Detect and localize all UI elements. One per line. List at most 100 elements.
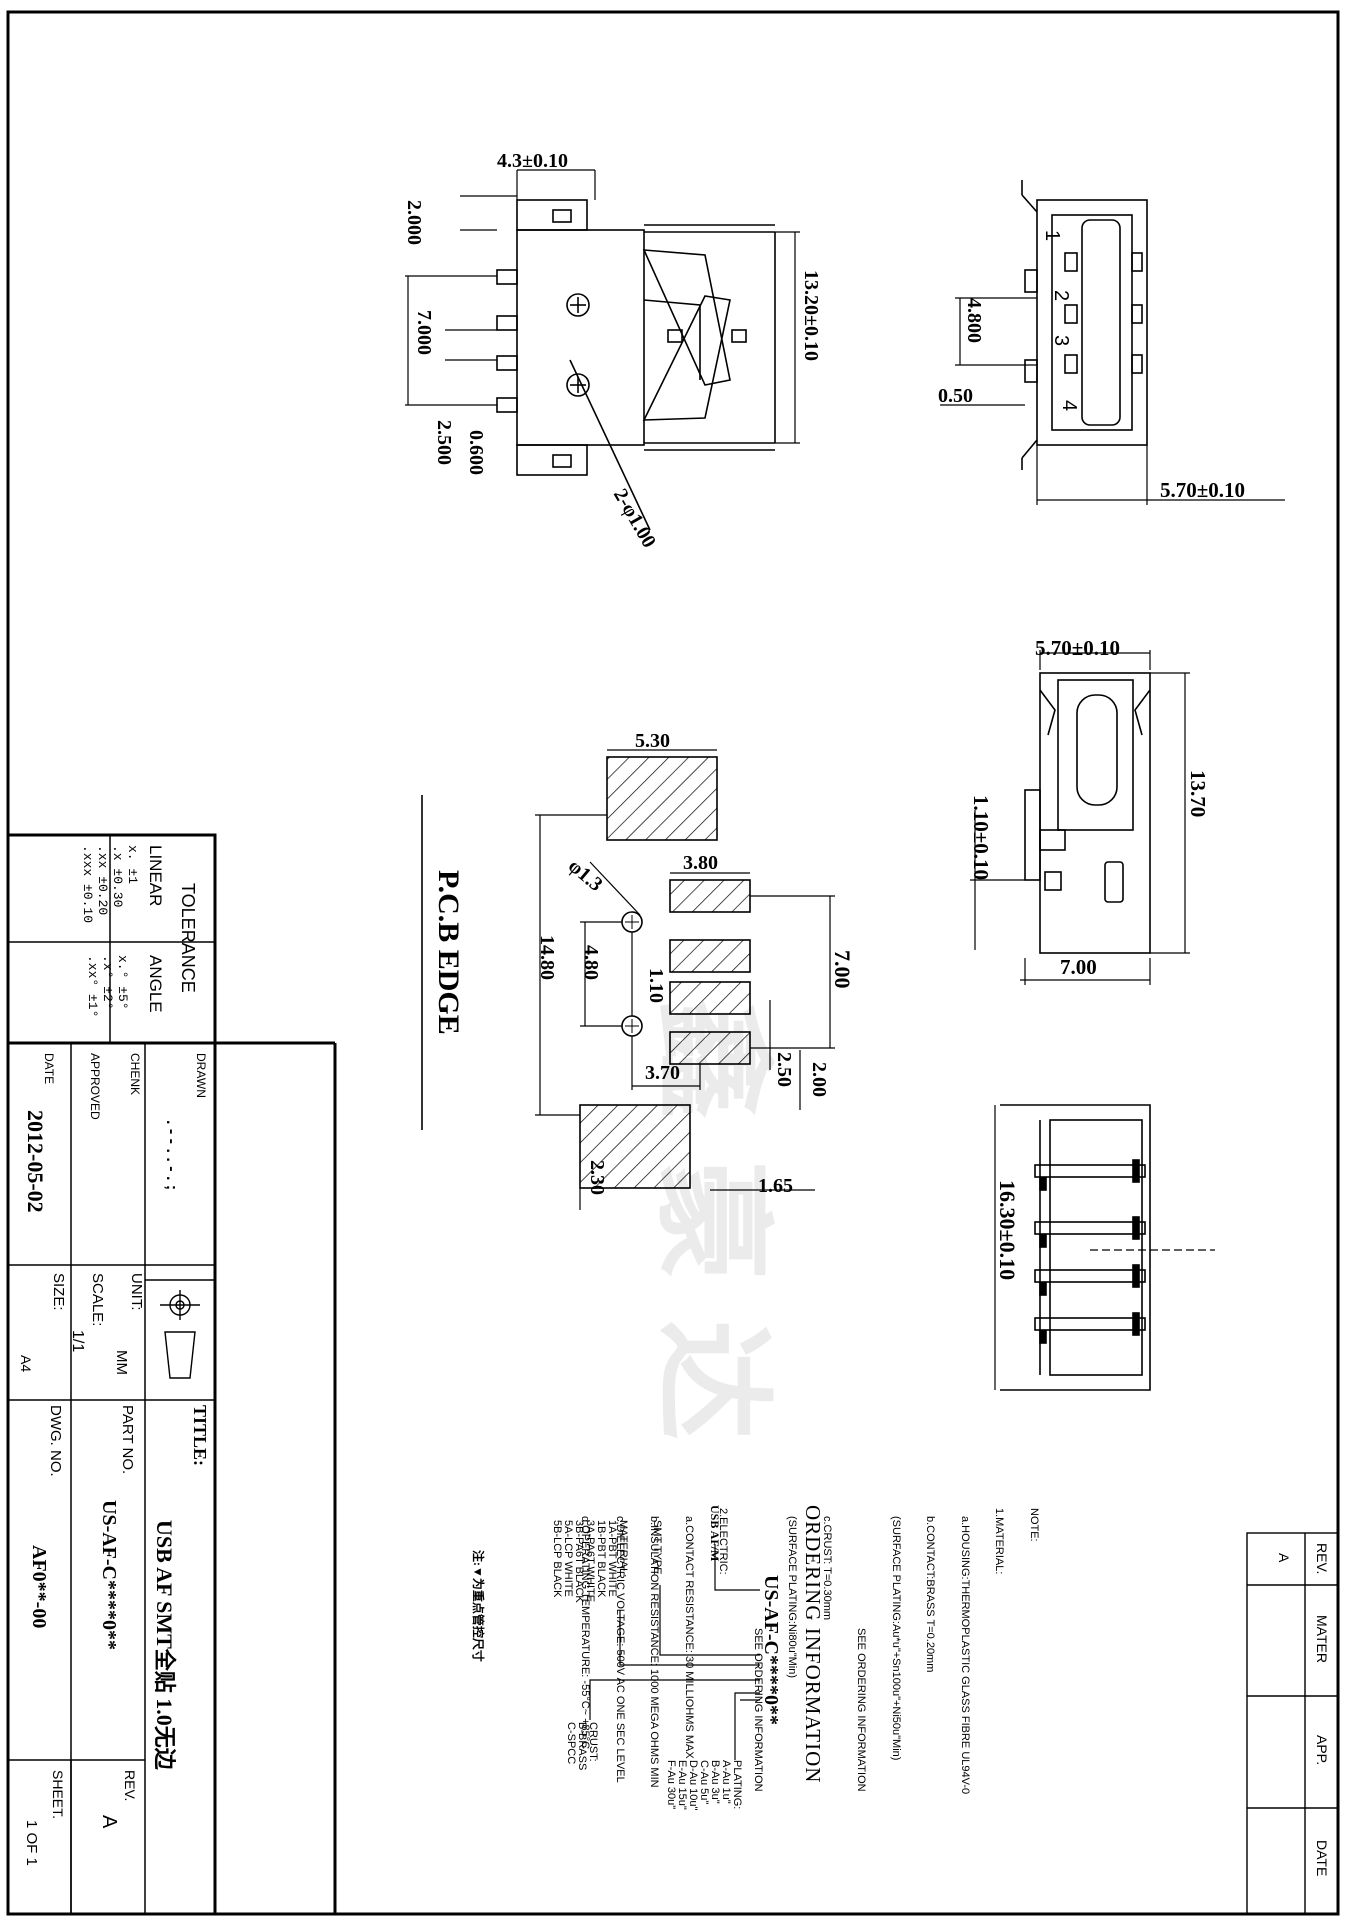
pin-label-2: 2 [1050, 290, 1072, 302]
rev-header-app: APP. [1314, 1735, 1330, 1766]
dim-1-10-side: 1.10±0.10 [969, 795, 993, 881]
note-line-1: 1.MATERIAL: [993, 1508, 1006, 1575]
pcb-dim-3-80: 3.80 [683, 852, 718, 874]
date-label: DATE [42, 1053, 56, 1085]
dwg-no-label: DWG. NO. [47, 1405, 64, 1477]
unit-value: MM [113, 1350, 130, 1375]
tol-lin-row-1: x. ±1 [125, 845, 140, 885]
dim-5-70-side: 5.70±0.10 [1035, 636, 1121, 660]
ordering-crusts: CRUST: B-BRASS C-SPCC [565, 1722, 599, 1770]
pcb-dim-5-30: 5.30 [635, 730, 670, 752]
tol-ang-row-3: .xx° ±1° [85, 955, 100, 1018]
dim-2-000: 2.000 [403, 200, 425, 245]
dim-5-70-top: 5.70±0.10 [1160, 478, 1246, 502]
part-no-value: US-AF-C****0** [98, 1500, 120, 1650]
plating-5: E-Au 15u" [676, 1760, 688, 1810]
material-6: 5B-LCP BLACK [551, 1520, 563, 1598]
tolerance-linear-rows: x. ±1 .x ±0.30 .xx ±0.20 .xxx ±0.10 [80, 845, 140, 923]
dim-16-30: 16.30±0.10 [995, 1180, 1020, 1281]
plating-title: PLATING: [731, 1760, 743, 1810]
material-5: 5A-LCP WHITE [562, 1520, 574, 1597]
pcb-dim-4-80: 4.80 [580, 945, 602, 980]
pcb-dim-7-00: 7.00 [830, 950, 855, 989]
size-value: A4 [18, 1355, 34, 1373]
dim-13-70: 13.70 [1186, 770, 1210, 818]
pcb-layout [421, 749, 835, 1210]
pcb-dim-1-65: 1.65 [758, 1175, 793, 1197]
note-line-2: a.HOUSING:THERMOPLASTIC GLASS FIBRE UL94… [959, 1516, 971, 1795]
rev-value: A [98, 1815, 120, 1829]
plating-4: D-Au 10u" [687, 1760, 699, 1811]
note-line-7: (SURFACE PLATING:Ni80u"Min) [786, 1516, 799, 1679]
ordering-heading: ORDERING INFORMATION [801, 1505, 825, 1784]
dim-2-500: 2.500 [433, 420, 455, 465]
dim-4-800: 4.800 [963, 298, 985, 343]
scale-value: 1/1 [69, 1330, 86, 1353]
plating-1: A-Au 1u" [720, 1760, 732, 1804]
note-line-10: a.CONTACT RESISTANCE: 30 MILLIOHMS MAX [683, 1516, 695, 1759]
tol-lin-row-2: .x ±0.30 [110, 845, 125, 908]
projection-symbol-icon [160, 1290, 200, 1379]
tol-lin-row-3: .xx ±0.20 [95, 845, 110, 916]
pcb-pad-3 [669, 981, 751, 1015]
material-title: MATERIAL: [617, 1520, 629, 1578]
crust-title: CRUST: [587, 1722, 599, 1762]
ordering-code: US-AF-C****0** [760, 1575, 782, 1725]
dim-0-50: 0.50 [938, 385, 973, 407]
top-view-connector [496, 199, 776, 531]
material-4: 3B-PA6T BLACK [573, 1520, 585, 1603]
dwg-no-value: AF0**-00 [28, 1545, 50, 1629]
pin-label-3: 3 [1050, 335, 1072, 347]
tol-ang-row-1: x.° ±5° [115, 955, 130, 1010]
tolerance-angle: ANGLE [146, 955, 165, 1013]
note-line-4: (SURFACE PLATING:Au*u"+Sn100u"+Ni50u"Min… [890, 1516, 902, 1761]
date-value: 2012-05-02 [23, 1110, 48, 1213]
material-2: 1B-PBT BLACK [595, 1520, 607, 1598]
rev-row-rev: A [1276, 1553, 1292, 1563]
drawn-label: DRAWN [194, 1053, 208, 1098]
pcb-pad-bottom [579, 1104, 691, 1189]
notes-heading: NOTE: [1028, 1508, 1040, 1542]
drawn-value: . - - . . - . ; [163, 1120, 180, 1191]
watermark: 鑫豪达 [645, 1000, 778, 1480]
pcb-edge-label: P.C.B EDGE [432, 870, 465, 1035]
pin-label-4: 4 [1058, 400, 1080, 412]
rev-header-date: DATE [1314, 1840, 1330, 1877]
bottom-view-connector [1000, 1104, 1151, 1391]
pcb-pad-top [606, 756, 718, 841]
dim-7-00-side: 7.00 [1060, 955, 1097, 979]
side-view-dimensions [970, 650, 1190, 985]
front-view-connector [1021, 180, 1148, 470]
pcb-dim-14-80: 14.80 [536, 935, 558, 980]
top-view-dimensions [405, 169, 800, 444]
material-3: 3A-PA6T WHITE [584, 1520, 596, 1603]
size-label: SIZE: [50, 1273, 67, 1311]
scale-label: SCALE: [89, 1273, 106, 1327]
dim-4-3: 4.3±0.10 [497, 150, 568, 172]
pcb-dim-2-00: 2.00 [808, 1062, 830, 1097]
ordering-leader-lines [589, 1545, 760, 1760]
title-block [6, 833, 337, 1916]
rev-header-mater: MATER [1314, 1615, 1330, 1663]
rev-header-rev: REV. [1314, 1543, 1330, 1575]
tol-lin-row-4: .xxx ±0.10 [80, 845, 95, 924]
plating-6: F-Au 30u" [665, 1760, 677, 1810]
dim-7-000: 7.000 [413, 310, 435, 355]
material-1: 1A-PBT WHITE [606, 1520, 618, 1597]
pcb-pad-2 [669, 939, 751, 973]
note-line-5: SEE ORDERING INFORMATION [855, 1628, 868, 1792]
approved-label: APPROVED [88, 1053, 102, 1120]
bottom-view-dimensions [994, 1105, 1215, 1390]
title-value: USB AF SMT全贴 1.0无边 [152, 1520, 177, 1770]
title-label: TITLE: [190, 1405, 210, 1467]
pin-label-1: 1 [1041, 230, 1063, 242]
sheet-label: SHEET. [50, 1770, 66, 1820]
ordering-note: 注:▼为重点管控尺寸 [471, 1550, 485, 1662]
part-no-label: PART NO. [119, 1405, 136, 1475]
revision-block [1246, 1532, 1339, 1915]
ordering-usb-label: USB AF/M [708, 1505, 722, 1562]
tol-ang-row-2: .x° ±2° [100, 955, 115, 1010]
front-view-dimensions [940, 297, 1285, 505]
pcb-pad-1 [669, 879, 751, 913]
